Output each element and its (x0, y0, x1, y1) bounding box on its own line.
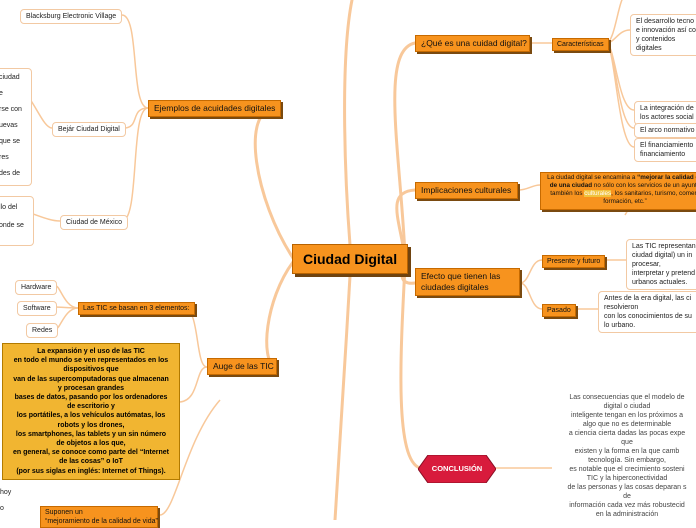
bejar-text-line: rse con (0, 106, 22, 113)
tics-base-node[interactable]: Las TIC se basan en 3 elementos: (78, 302, 195, 315)
caracteristica-financiamiento[interactable]: El financiamiento financiamiento (634, 138, 696, 162)
software-node[interactable]: Software (17, 301, 57, 316)
blacksburg-node[interactable]: Blacksburg Electronic Village (20, 9, 123, 24)
caracteristica-desarrollo[interactable]: El desarrollo tecno e innovación así co … (630, 14, 696, 56)
conclusion-node[interactable] (418, 455, 496, 483)
hardware-node[interactable]: Hardware (15, 280, 58, 295)
efecto-node[interactable]: Efecto que tienen las ciudades digitales (415, 268, 520, 296)
pasado-text[interactable]: Antes de la era digital, las ci resolvie… (598, 291, 696, 333)
mexico-text-box: llo del onde se (0, 196, 34, 246)
bejar-text-box: ciudad e rse con uevas que se res des de (0, 68, 32, 186)
impl-pre: La ciudad digital se encamina a (547, 174, 638, 181)
mexico-text-line: llo del (0, 204, 18, 211)
que-es-node[interactable]: ¿Qué es una cuidad digital? (415, 35, 530, 52)
suponen-line-1: Suponen un (45, 509, 83, 516)
pasado-node[interactable]: Pasado (542, 304, 576, 317)
tic-expansion-note[interactable]: La expansión y el uso de las TIC en todo… (2, 343, 180, 480)
hoy-text: hoy (0, 489, 12, 496)
central-topic[interactable]: Ciudad Digital (292, 244, 409, 274)
bejar-text-line: des de (0, 170, 21, 177)
mexico-node[interactable]: Ciudad de México (60, 215, 129, 230)
impl-post: , los sanitarios, turismo, comerc formac… (603, 190, 696, 205)
suponen-node[interactable]: Suponen un “mejoramiento de la calidad d… (40, 506, 158, 528)
bejar-node[interactable]: Bejár Ciudad Digital (52, 122, 126, 137)
presente-text[interactable]: Las TIC representan ciudad digital) un i… (626, 239, 696, 290)
bejar-text-line: res (0, 154, 9, 161)
bejar-text-line: uevas (0, 122, 18, 129)
implicaciones-node[interactable]: Implicaciones culturales (415, 182, 518, 199)
impl-highlight: culturales (584, 190, 612, 197)
redes-node[interactable]: Redes (26, 323, 59, 338)
bejar-text-line: ciudad (0, 74, 20, 81)
bejar-text-line: que se (0, 138, 21, 145)
mexico-text-line: onde se (0, 222, 24, 229)
auge-tic-node[interactable]: Auge de las TIC (207, 358, 277, 375)
o-text: o (0, 505, 4, 512)
conclusion-label: CONCLUSIÓN (431, 464, 483, 473)
implicaciones-text[interactable]: La ciudad digital se encamina a “mejorar… (540, 172, 696, 210)
conclusion-text: Las consecuencias que el modelo de digit… (567, 394, 687, 518)
caracteristicas-node[interactable]: Características (552, 38, 609, 51)
ejemplos-node[interactable]: Ejemplos de acuidades digitales (148, 100, 282, 117)
presente-node[interactable]: Presente y futuro (542, 255, 606, 268)
bejar-text-line: e (0, 90, 3, 97)
caracteristica-arco[interactable]: El arco normativo (634, 123, 696, 138)
suponen-line-2: “mejoramiento de la calidad de vida” (45, 518, 158, 525)
caracteristica-integracion[interactable]: La integración de los actores social (634, 101, 696, 125)
